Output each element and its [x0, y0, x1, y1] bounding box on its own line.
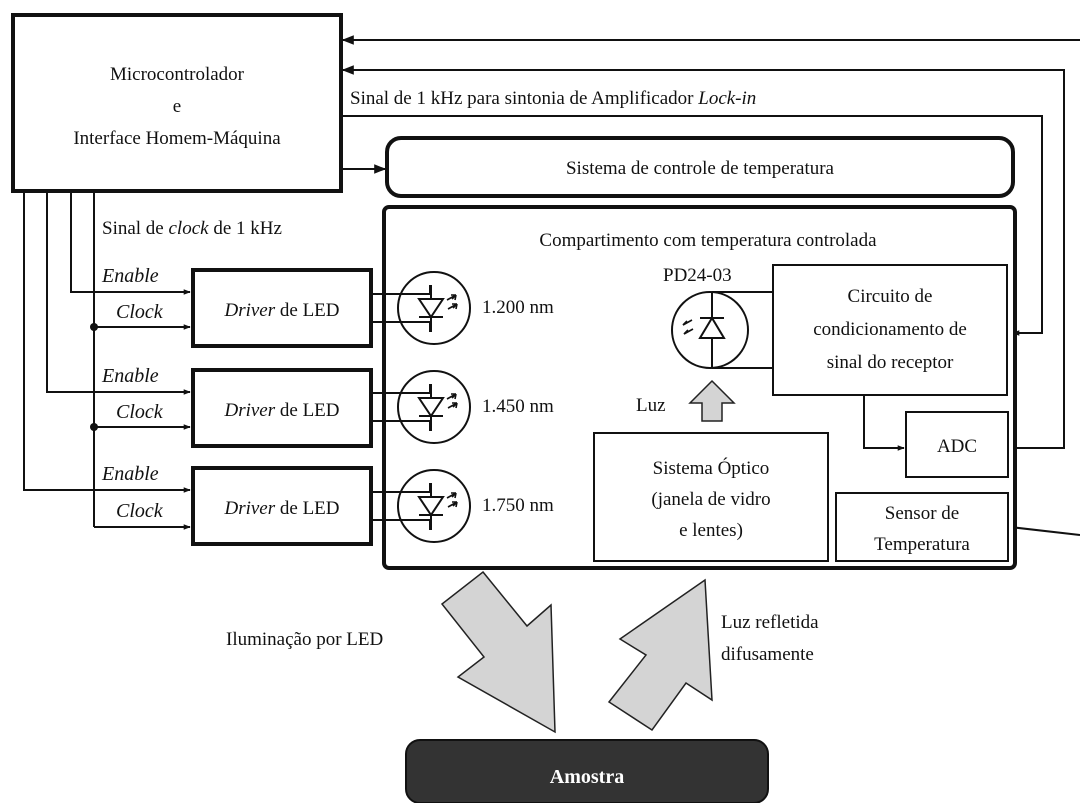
led-driver-box-3 — [191, 466, 373, 546]
led-driver-box-2 — [191, 368, 373, 448]
driver-suffix-2: de LED — [275, 400, 339, 421]
reflected-light-arrow — [607, 578, 713, 732]
clock-signal-italic: clock — [169, 218, 210, 239]
reflected-label-line2: difusamente — [721, 644, 814, 665]
microcontroller-label-line3: Interface Homem-Máquina — [73, 128, 281, 149]
sensor-label-line2: Temperatura — [874, 534, 970, 555]
led-wavelength-3: 1.750 nm — [482, 495, 554, 516]
junction-dot-1 — [90, 323, 98, 331]
temperature-control-box — [385, 136, 1015, 198]
junction-dot-2 — [90, 423, 98, 431]
light-up-arrow — [688, 379, 736, 422]
photodiode-icon — [671, 291, 773, 369]
clock-signal-suffix: de 1 kHz — [209, 218, 282, 239]
adc-to-micro-arrow — [341, 65, 1065, 449]
led-wavelength-2: 1.450 nm — [482, 396, 554, 417]
led-icon-3 — [371, 469, 471, 543]
temperature-control-label: Sistema de controle de temperatura — [566, 158, 835, 179]
enable-label-2: Enable — [101, 365, 159, 387]
circuit-label-line2: condicionamento de — [813, 319, 967, 340]
driver-italic-1: Driver — [223, 300, 275, 321]
led-driver-label-1: Driver de LED — [223, 300, 339, 321]
circuit-label-line1: Circuito de — [848, 286, 933, 307]
clock-label-1: Clock — [116, 301, 164, 323]
enable-line-3 — [23, 191, 191, 493]
illumination-label: Iluminação por LED — [226, 629, 383, 650]
led-driver-label-3: Driver de LED — [223, 498, 339, 519]
circuit-label-line3: sinal do receptor — [827, 352, 954, 373]
optical-system-box — [593, 432, 829, 562]
microcontroller-box — [11, 13, 343, 193]
temperature-sensor-box — [835, 492, 1009, 562]
receiver-conditioning-circuit-box — [772, 264, 1008, 396]
led-wavelength-1: 1.200 nm — [482, 297, 554, 318]
clock-signal-prefix: Sinal de — [102, 218, 169, 239]
lockin-signal-arrow — [341, 115, 1043, 336]
sample-box — [405, 739, 769, 803]
optical-label-line2: (janela de vidro — [651, 489, 770, 510]
enable-line-2 — [46, 191, 191, 395]
driver-italic-3: Driver — [223, 498, 275, 519]
adc-label: ADC — [937, 436, 977, 457]
optical-label-line3: e lentes) — [679, 520, 743, 541]
lockin-signal-label: Sinal de 1 kHz para sintonia de Amplific… — [350, 88, 756, 109]
microcontroller-label-line1: Microcontrolador — [110, 64, 245, 85]
enable-label-1: Enable — [101, 265, 159, 287]
led-icon-2 — [371, 370, 471, 444]
clock-label-3: Clock — [116, 500, 164, 522]
compartment-title: Compartimento com temperatura controlada — [539, 230, 877, 251]
sensor-output-line — [1009, 526, 1080, 536]
adc-box — [905, 411, 1009, 478]
circuit-to-adc-arrow — [863, 395, 905, 451]
clock-label-2: Clock — [116, 401, 164, 423]
photodiode-label: PD24-03 — [663, 265, 732, 286]
sensor-label-line1: Sensor de — [885, 503, 959, 524]
driver-suffix-3: de LED — [275, 498, 339, 519]
clock-signal-label: Sinal de clock de 1 kHz — [102, 218, 282, 239]
driver-italic-2: Driver — [223, 400, 275, 421]
enable-label-3: Enable — [101, 463, 159, 485]
light-label: Luz — [636, 395, 666, 416]
reflected-label-line1: Luz refletida — [721, 612, 819, 633]
led-icon-1 — [371, 271, 471, 345]
lockin-signal-text: Sinal de 1 kHz para sintonia de Amplific… — [350, 88, 698, 109]
enable-line-1 — [70, 191, 191, 295]
lockin-signal-italic: Lock-in — [697, 88, 756, 109]
microcontroller-label-line2: e — [173, 96, 181, 117]
led-driver-box-1 — [191, 268, 373, 348]
optical-label-line1: Sistema Óptico — [653, 457, 770, 479]
illumination-arrow — [440, 570, 556, 734]
driver-suffix-1: de LED — [275, 300, 339, 321]
led-driver-label-2: Driver de LED — [223, 400, 339, 421]
sample-label: Amostra — [550, 766, 624, 788]
